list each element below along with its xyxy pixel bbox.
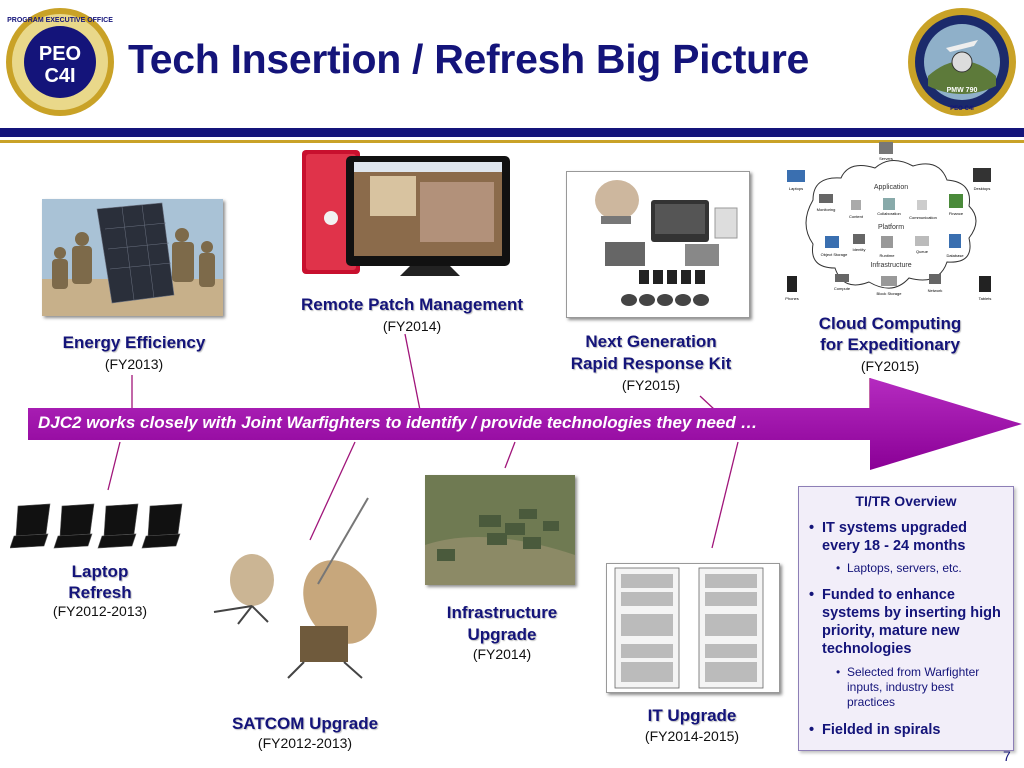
laptop-refresh-fy: (FY2012-2013) (52, 603, 148, 619)
cloud-content-label: Content (849, 214, 864, 219)
connector-remote (404, 333, 421, 411)
overview-bullet-1: •IT systems upgraded every 18 - 24 month… (809, 520, 968, 554)
logo-left-line1: PEO (39, 43, 81, 65)
cloud-phones-label: Phones (785, 296, 799, 301)
connector-infra (504, 441, 516, 469)
logo-left-line2: C4I (44, 65, 75, 87)
satcom-antenna-image (208, 494, 386, 684)
banner-text: DJC2 works closely with Joint Warfighter… (38, 413, 758, 432)
cloud-communication-label: Communication (909, 215, 937, 220)
cloud-desktops-label: Desktops (974, 186, 991, 191)
energy-efficiency-fy: (FY2013) (104, 356, 164, 372)
cloud-platform-label: Platform (878, 224, 904, 231)
banner-arrow (28, 378, 1022, 470)
logo-left-ring: PROGRAM EXECUTIVE OFFICE (7, 17, 113, 24)
it-racks-image (606, 563, 780, 693)
infrastructure-label-line2: Upgrade (467, 625, 537, 644)
overview-title: TI/TR Overview (855, 493, 957, 509)
rapid-response-label-line2: Rapid Response Kit (570, 354, 732, 373)
infrastructure-fy: (FY2014) (472, 646, 532, 662)
overview-box: TI/TR Overview •IT systems upgraded ever… (798, 486, 1014, 751)
overview-subbullet-1-text: Laptops, servers, etc. (847, 561, 962, 575)
peo-c4i-logo: PEO C4I PROGRAM EXECUTIVE OFFICE (4, 6, 116, 118)
cloud-network-label: Network (928, 288, 943, 293)
cloud-compute-label: Compute (834, 286, 851, 291)
desktop-computer-image (300, 148, 515, 280)
cloud-servers-label: Servers (879, 156, 893, 161)
cloud-infrastructure-label: Infrastructure (870, 262, 911, 269)
overview-subbullet-1: •Laptops, servers, etc. (836, 561, 962, 575)
overview-bullet-3: •Fielded in spirals (809, 722, 941, 738)
cloud-object-storage-label: Object Storage (821, 252, 848, 257)
pmw-790-logo: PMW 790 PEO C4I (906, 6, 1018, 118)
cloud-finance-label: Finance (949, 211, 964, 216)
overview-bullet-2: •Funded to enhance systems by inserting … (809, 587, 1001, 657)
page-number: 7 (1003, 748, 1011, 764)
cloud-tablets-label: Tablets (979, 296, 992, 301)
connector-satcom (309, 441, 356, 541)
infrastructure-label-line1: Infrastructure (446, 603, 558, 622)
cloud-laptops-label: Laptops (789, 186, 803, 191)
overview-bullet-3-text: Fielded in spirals (822, 722, 941, 738)
overview-bullet-2-text: Funded to enhance systems by inserting h… (822, 587, 1001, 657)
overview-subbullet-2-text: Selected from Warfighter inputs, industr… (847, 665, 980, 709)
cloud-computing-fy: (FY2015) (860, 358, 920, 374)
cloud-queue-label: Queue (916, 249, 929, 254)
connector-nextgen (699, 395, 716, 411)
connector-it (711, 441, 739, 549)
connector-laptop (107, 441, 121, 491)
laptop-refresh-label-line2: Refresh (68, 583, 132, 602)
cloud-computing-label-line2: for Expeditionary (820, 335, 960, 354)
cloud-database-label: Database (946, 253, 964, 258)
cloud-collaboration-label: Collaboration (877, 211, 901, 216)
infrastructure-aerial-photo (425, 475, 575, 585)
overview-bullet-1-text: IT systems upgraded every 18 - 24 months (822, 520, 968, 554)
cloud-block-storage-label: Block Storage (877, 291, 903, 296)
rapid-response-fy: (FY2015) (621, 377, 681, 393)
rapid-response-label-line1: Next Generation (585, 332, 717, 351)
cloud-runtime-label: Runtime (880, 253, 896, 258)
energy-efficiency-photo (42, 199, 223, 316)
satcom-label: SATCOM Upgrade (231, 714, 379, 733)
logo-right-bottom: PEO C4I (950, 106, 974, 112)
it-upgrade-label: IT Upgrade (647, 706, 737, 725)
logo-right-center: PMW 790 (947, 87, 978, 94)
it-upgrade-fy: (FY2014-2015) (644, 728, 740, 744)
cloud-identity-label: Identity (853, 247, 866, 252)
cloud-computing-label-line1: Cloud Computing (818, 314, 962, 333)
page-title: Tech Insertion / Refresh Big Picture (128, 36, 810, 82)
energy-efficiency-label: Energy Efficiency (62, 333, 206, 352)
satcom-fy: (FY2012-2013) (257, 735, 353, 751)
header-rule (0, 128, 1024, 137)
rapid-response-kit-photo (566, 171, 750, 318)
overview-subbullet-2: •Selected from Warfighter inputs, indust… (836, 665, 980, 709)
cloud-application-label: Application (874, 184, 908, 191)
remote-patch-fy: (FY2014) (382, 318, 442, 334)
laptop-refresh-label-line1: Laptop (71, 562, 129, 581)
cloud-monitoring-label: Monitoring (817, 207, 836, 212)
cloud-computing-diagram: Servers Application Platform Infrastruct… (783, 140, 997, 308)
remote-patch-label: Remote Patch Management (301, 295, 523, 314)
laptops-image (9, 502, 190, 550)
header-rule-gold (0, 140, 1024, 143)
